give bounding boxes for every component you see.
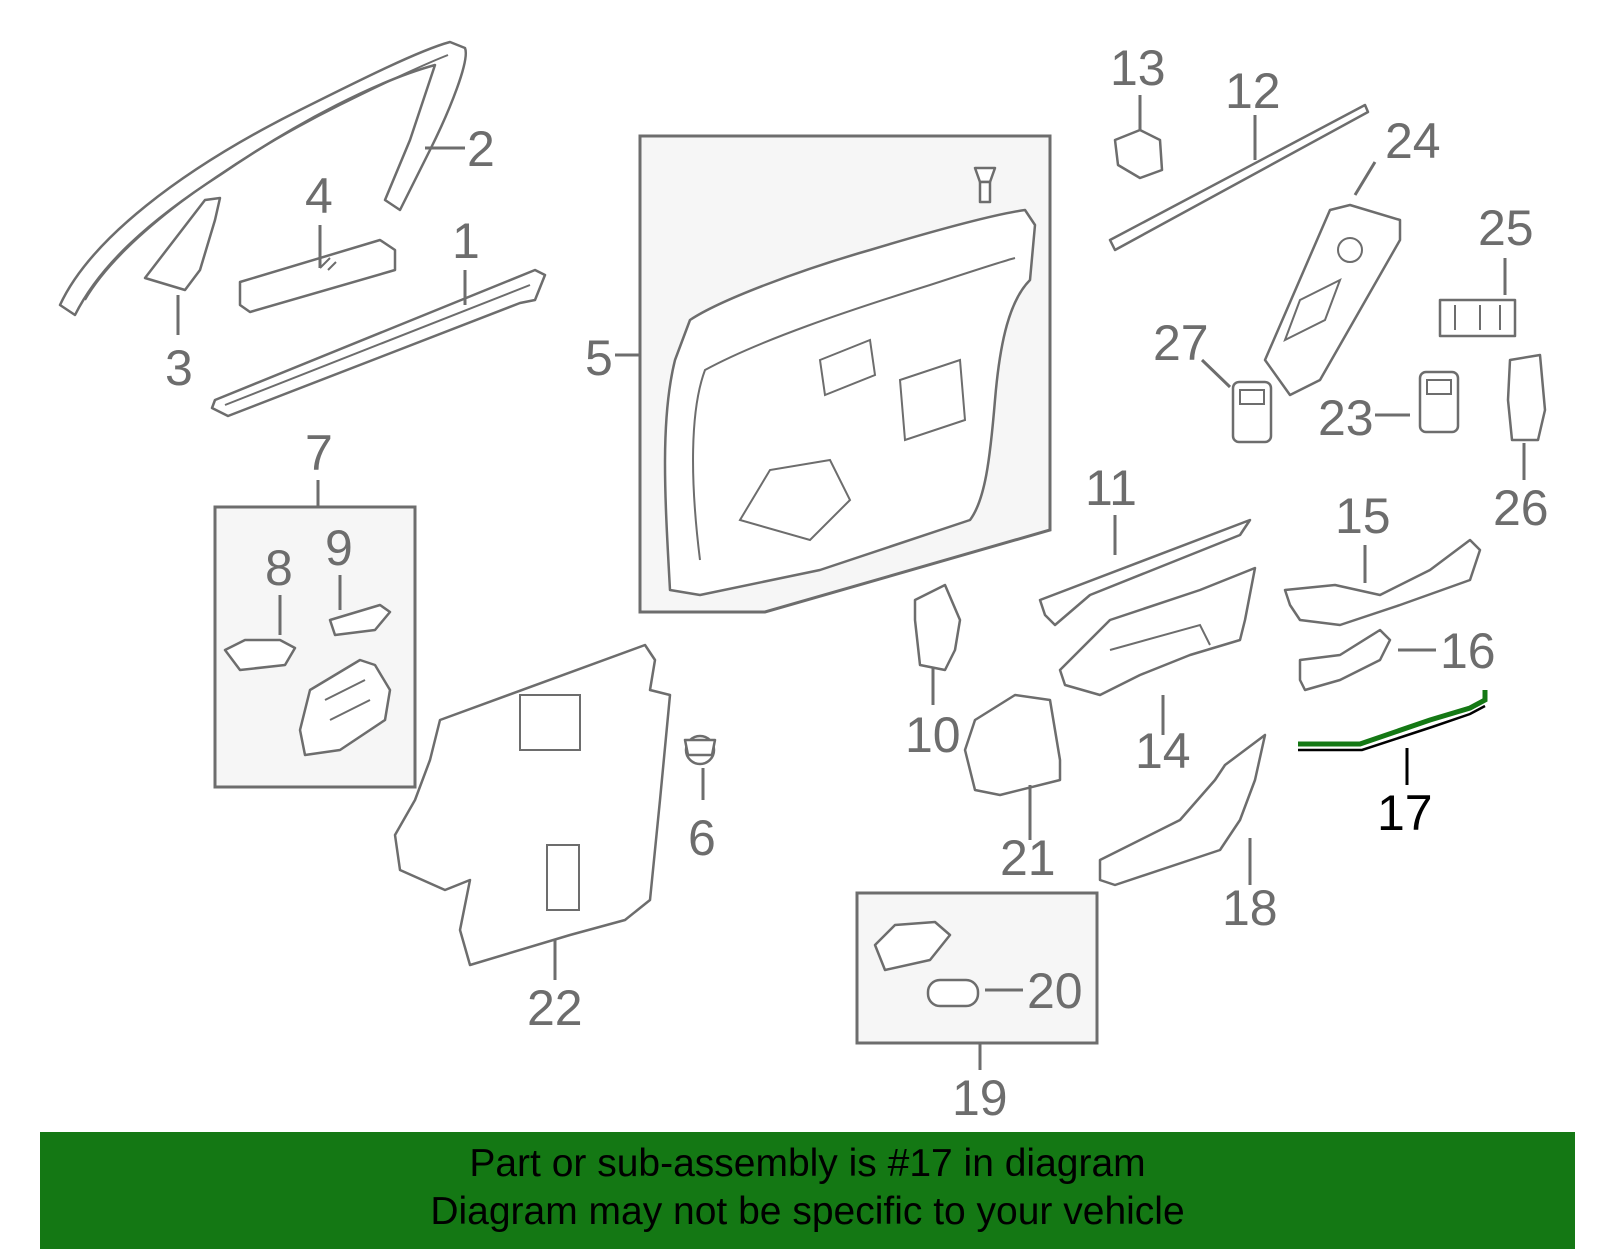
callout-21: 21 [1000, 830, 1056, 886]
part-5-box [638, 134, 1052, 614]
part-16-bracket [1298, 628, 1392, 692]
part-24-switch-panel [1263, 203, 1402, 397]
part-7-box [213, 505, 417, 789]
callout-labels: 1 2 3 4 5 6 7 8 9 10 11 12 13 14 15 16 1… [165, 40, 1549, 1126]
part-4-bracket [238, 238, 397, 314]
part-25-switch [1438, 298, 1517, 338]
callout-25: 25 [1478, 200, 1534, 256]
callout-22: 22 [527, 980, 583, 1036]
callout-13: 13 [1110, 40, 1166, 96]
part-10-trim [913, 583, 962, 672]
callout-10: 10 [905, 707, 961, 763]
callout-9: 9 [325, 520, 353, 576]
leaders [176, 95, 1526, 1070]
callout-23: 23 [1318, 390, 1374, 446]
callout-18: 18 [1222, 880, 1278, 936]
callout-1: 1 [452, 213, 480, 269]
callout-5: 5 [585, 330, 613, 386]
part-3-trim [143, 196, 222, 292]
callout-8: 8 [265, 540, 293, 596]
part-27-switch [1231, 380, 1273, 444]
callout-2: 2 [467, 121, 495, 177]
callout-16: 16 [1440, 623, 1496, 679]
part-18-lower-trim [1098, 733, 1267, 887]
callout-7: 7 [305, 425, 333, 481]
callout-11: 11 [1085, 460, 1137, 516]
part-6-clip [683, 734, 717, 766]
part-11-trim-strip [1038, 518, 1252, 627]
part-15-trim [1283, 538, 1482, 627]
callout-15: 15 [1335, 488, 1391, 544]
callout-14: 14 [1135, 723, 1191, 779]
part-12-molding [1108, 103, 1370, 252]
part-1-belt-molding [210, 268, 547, 418]
info-banner: Part or sub-assembly is #17 in diagram D… [40, 1132, 1575, 1249]
part-2-window-frame [58, 40, 468, 317]
callout-24: 24 [1385, 113, 1441, 169]
part-21-cover [963, 693, 1062, 797]
callout-3: 3 [165, 340, 193, 396]
banner-line-2: Diagram may not be specific to your vehi… [430, 1190, 1185, 1233]
part-23-switch [1418, 370, 1460, 434]
callout-26: 26 [1493, 480, 1549, 536]
part-17-highlighted [1298, 690, 1488, 752]
callout-27: 27 [1153, 315, 1209, 371]
part-19-box [855, 891, 1099, 1045]
callout-12: 12 [1225, 63, 1281, 119]
callout-6: 6 [688, 810, 716, 866]
callout-19: 19 [952, 1070, 1008, 1126]
callout-17-highlighted: 17 [1377, 785, 1433, 841]
part-14-armrest [1058, 566, 1257, 697]
part-26-bracket [1506, 353, 1547, 442]
part-13-clip [1113, 128, 1164, 180]
callout-20: 20 [1027, 963, 1083, 1019]
callout-4: 4 [305, 168, 333, 224]
banner-line-1: Part or sub-assembly is #17 in diagram [469, 1142, 1146, 1185]
part-22-panel [393, 643, 672, 967]
